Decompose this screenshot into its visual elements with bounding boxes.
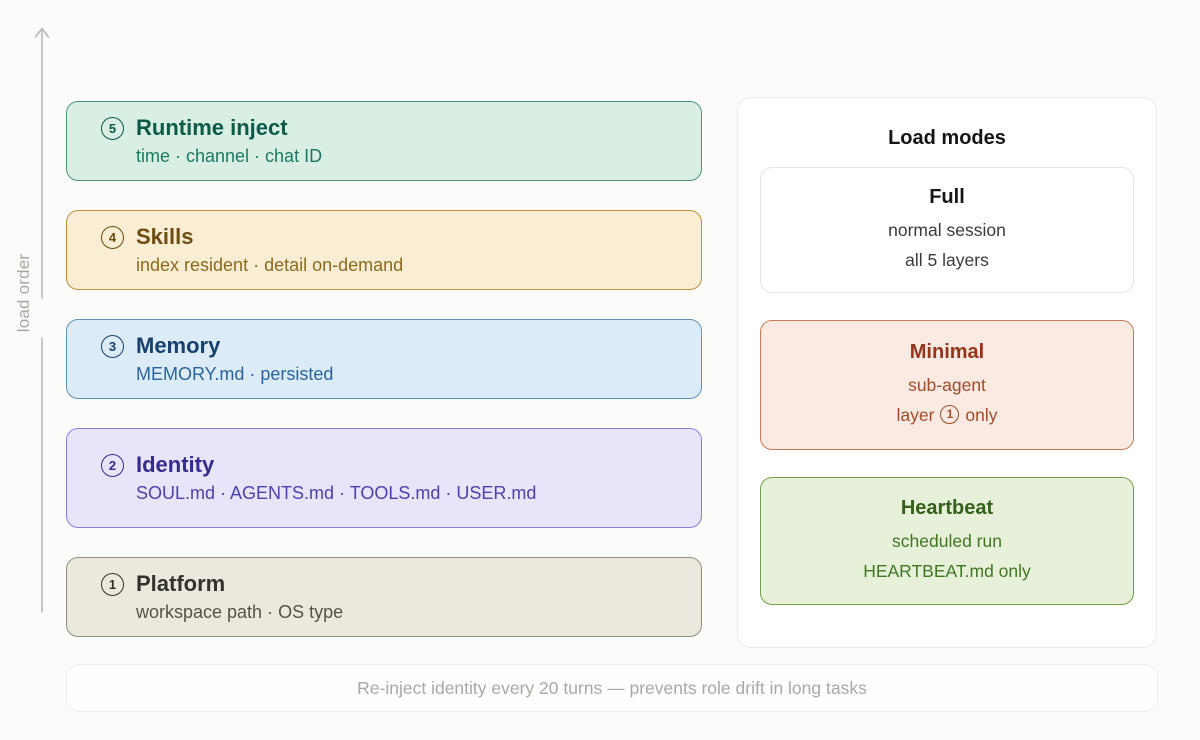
- mode-card-heartbeat: Heartbeat scheduled run HEARTBEAT.md onl…: [760, 477, 1134, 605]
- load-order-label: load order: [14, 253, 33, 333]
- layer-title: Platform: [136, 571, 226, 596]
- mode-card-minimal: Minimal sub-agent layer 1 only: [760, 320, 1134, 450]
- layer-title-row: 4 Skills: [101, 224, 701, 250]
- layer-number-badge: 5: [101, 116, 124, 140]
- layer-number-badge: 1: [101, 572, 124, 596]
- load-modes-title: Load modes: [888, 127, 1006, 149]
- layer-subtitle: MEMORY.md · persisted: [136, 364, 334, 384]
- layer-number-badge: 2: [101, 453, 124, 477]
- layer-subtitle: workspace path · OS type: [136, 602, 344, 622]
- layer-title-row: 2 Identity: [101, 452, 701, 478]
- layer-box-skills: 4 Skills index resident · detail on-dema…: [66, 210, 702, 290]
- layer-number-badge: 3: [101, 334, 124, 358]
- layer-subtitle: SOUL.md · AGENTS.md · TOOLS.md · USER.md: [136, 483, 537, 503]
- layer-box-platform: 1 Platform workspace path · OS type: [66, 557, 702, 637]
- layer-stack: 5 Runtime inject time · channel · chat I…: [66, 101, 702, 637]
- layer-title-row: 5 Runtime inject: [101, 115, 701, 141]
- layer-title-row: 3 Memory: [101, 333, 701, 359]
- layer-box-memory: 3 Memory MEMORY.md · persisted: [66, 319, 702, 399]
- layer-box-identity: 2 Identity SOUL.md · AGENTS.md · TOOLS.m…: [66, 428, 702, 528]
- footer-note: Re-inject identity every 20 turns — prev…: [66, 664, 1158, 712]
- layer-title: Runtime inject: [136, 115, 288, 140]
- mode-name: Full: [929, 185, 965, 208]
- circled-1-icon: 1: [940, 405, 960, 424]
- mode-detail-line: scheduled run: [892, 530, 1002, 551]
- mode-detail-line: sub-agent: [908, 374, 986, 395]
- mode-detail-line: HEARTBEAT.md only: [863, 560, 1031, 581]
- load-modes-panel: Load modes Full normal session all 5 lay…: [737, 97, 1157, 648]
- mode-name: Heartbeat: [900, 496, 994, 519]
- layer-title: Identity: [136, 452, 215, 477]
- load-order-arrow: [34, 27, 50, 613]
- mode-detail-line: normal session: [888, 219, 1006, 240]
- layer-subtitle: index resident · detail on-demand: [136, 255, 404, 275]
- layer-title-row: 1 Platform: [101, 571, 701, 597]
- layer-box-runtime-inject: 5 Runtime inject time · channel · chat I…: [66, 101, 702, 181]
- layer-number-badge: 4: [101, 225, 124, 249]
- mode-detail-line: all 5 layers: [905, 249, 989, 270]
- layer-subtitle: time · channel · chat ID: [136, 146, 323, 166]
- layer-only-suffix: only: [965, 404, 998, 425]
- mode-card-full: Full normal session all 5 layers: [760, 167, 1134, 293]
- footer-note-text: Re-inject identity every 20 turns — prev…: [357, 677, 867, 698]
- layer-only-prefix: layer: [896, 404, 935, 425]
- layer-title: Memory: [136, 333, 221, 358]
- mode-detail-line: layer 1 only: [761, 400, 1133, 430]
- mode-name: Minimal: [909, 340, 985, 363]
- layer-title: Skills: [136, 224, 194, 249]
